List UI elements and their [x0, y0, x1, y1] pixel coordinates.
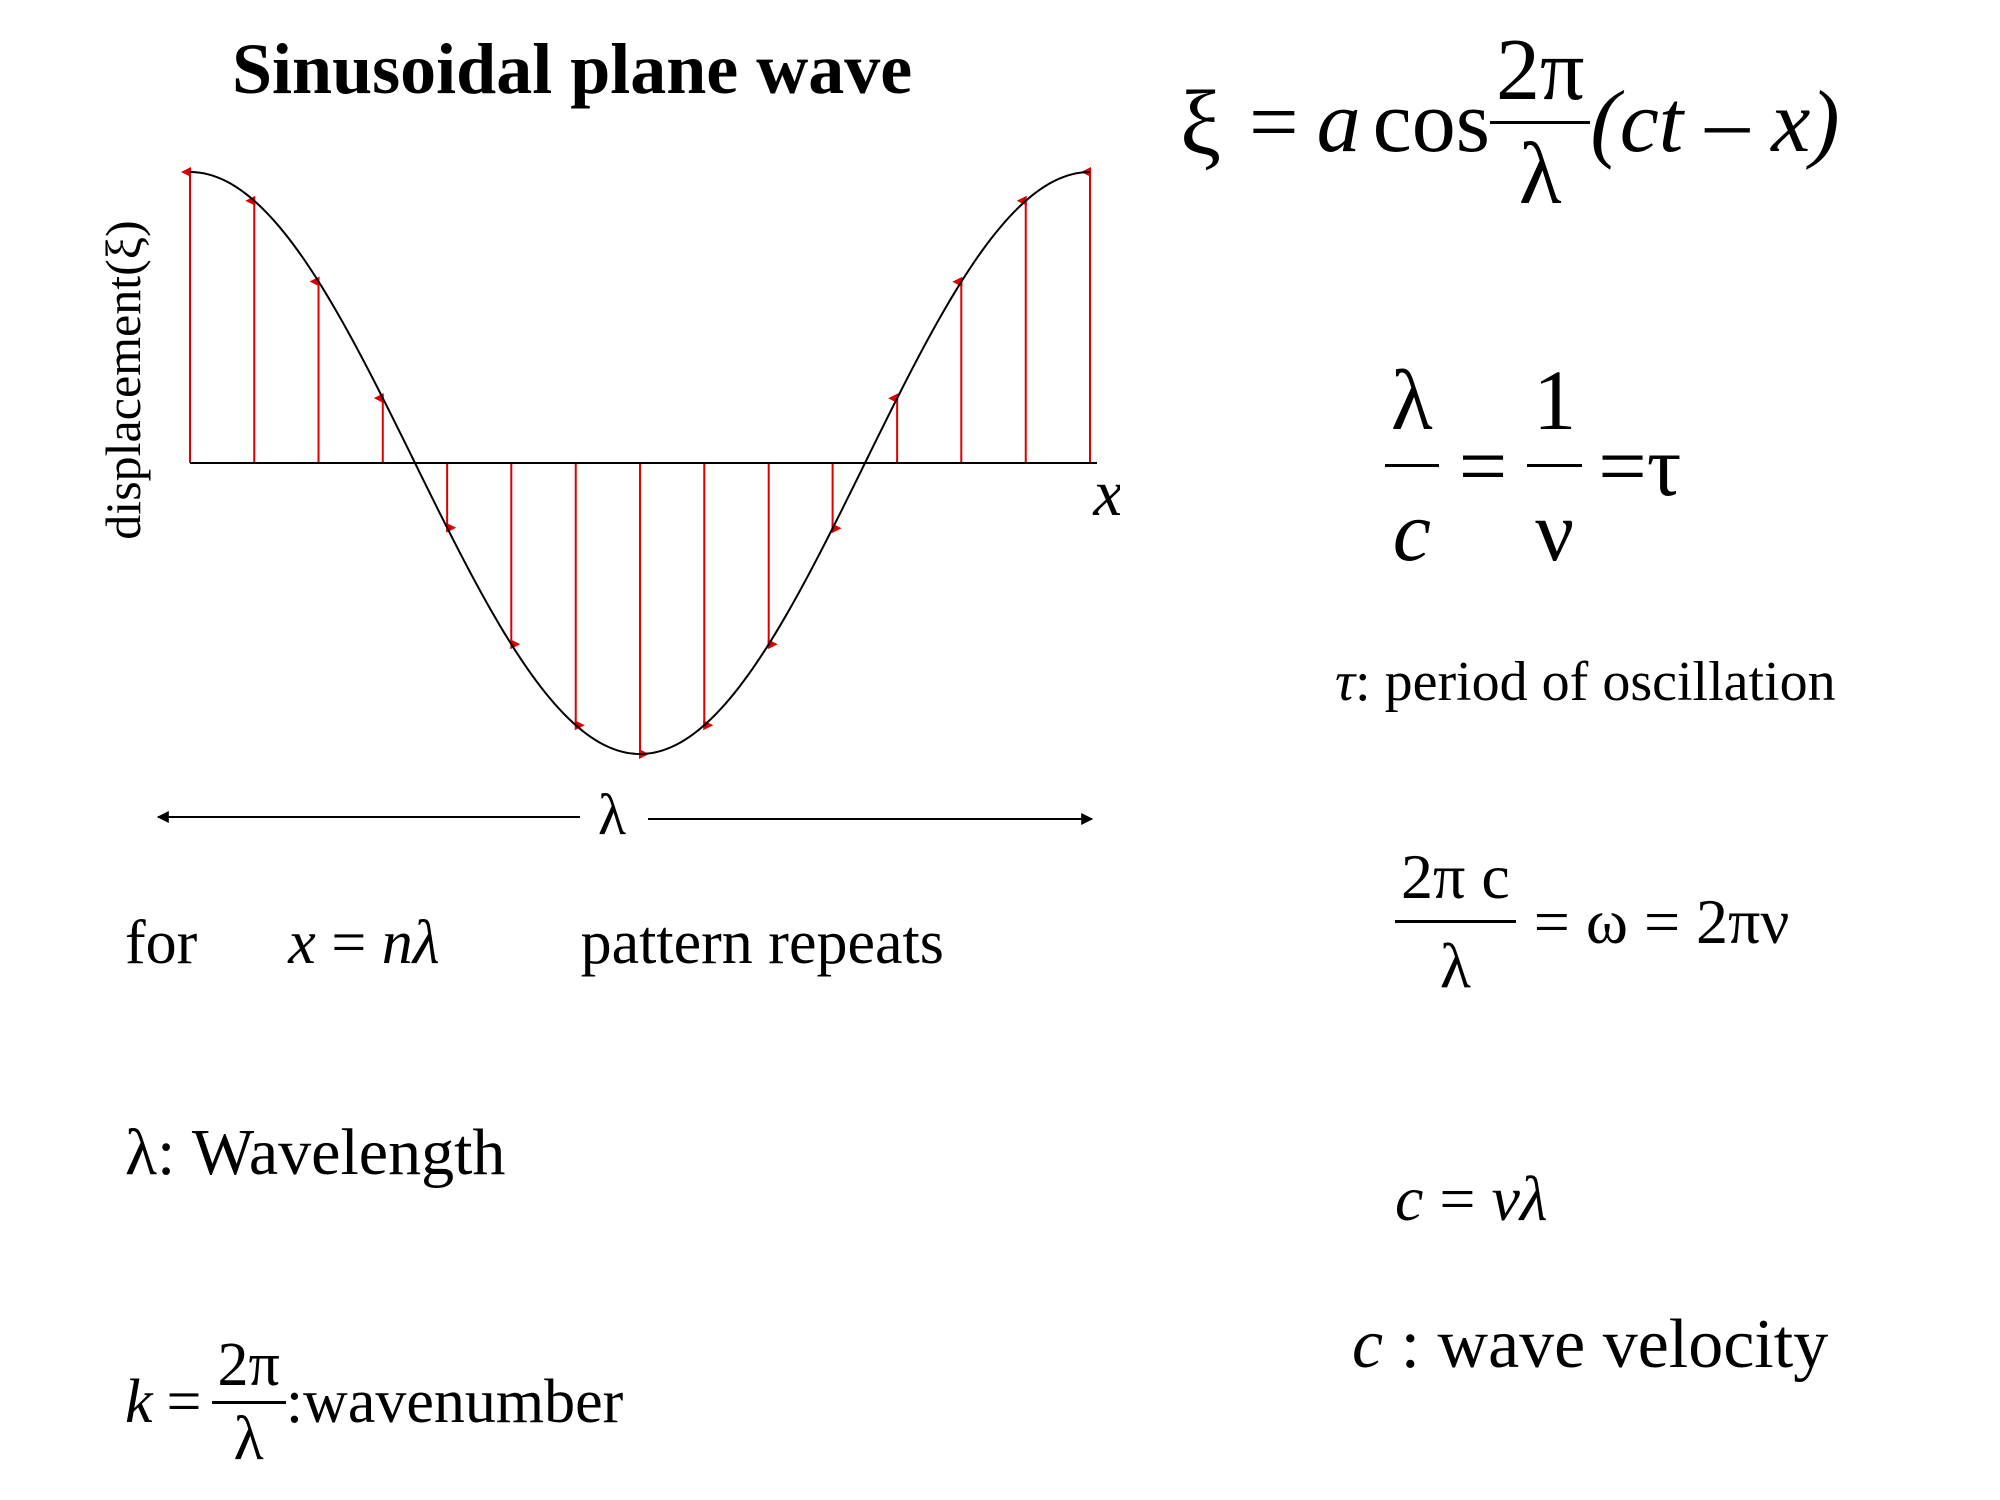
main-den: λ [1518, 126, 1562, 223]
lambda-over-c: λ c [1385, 350, 1439, 581]
period-equation: λ c = 1 ν =τ [1385, 350, 1681, 581]
fraction-bar [1395, 920, 1516, 923]
wave-diagram: λ x displacement(ξ) [95, 167, 1120, 847]
cosine-curve [189, 171, 1091, 756]
second-num2: 1 [1533, 352, 1577, 448]
main-eq: = [1249, 74, 1299, 171]
repeat-x: x [288, 909, 316, 977]
x-axis-label: x [1092, 457, 1120, 530]
tau-sym: τ [1335, 651, 1356, 713]
displacement-arrows [181, 167, 1091, 759]
repeat-note: for x = nλ pattern repeats [125, 908, 944, 979]
k-den: λ [233, 1405, 264, 1473]
cos-text: cos [1372, 74, 1490, 171]
second-eq2: =τ [1598, 417, 1682, 514]
fourth-eq: = [1439, 1163, 1476, 1234]
velocity-equation: c = vλ [1395, 1162, 1548, 1236]
main-fraction: 2π λ [1489, 20, 1591, 225]
wave-equation: ξ = a cos 2π λ (ct – x) [1180, 20, 1840, 225]
velocity-sym: c [1352, 1306, 1384, 1383]
repeat-eq: = [331, 909, 367, 977]
third-rest: = ω = 2πν [1533, 885, 1790, 957]
main-paren: (ct – x) [1590, 74, 1840, 171]
wavelength-sym: λ [125, 1116, 158, 1189]
tau-note: τ: period of oscillation [1335, 650, 1836, 714]
k-sym: k [125, 1368, 153, 1436]
k-eq: = [166, 1368, 202, 1436]
amplitude-a: a [1316, 74, 1361, 171]
wavelength-label: λ [598, 782, 626, 847]
page-title: Sinusoidal plane wave [232, 29, 913, 109]
fraction-bar [1385, 464, 1439, 467]
fraction-bar [1489, 121, 1591, 124]
repeat-for: for [125, 909, 198, 977]
wavenumber-note: k = 2π λ :wavenumber [125, 1330, 623, 1475]
y-axis-label: displacement(ξ) [95, 220, 151, 539]
fraction-bar [211, 1401, 286, 1404]
third-den: λ [1439, 930, 1471, 1001]
wavelength-note: λ: Wavelength [125, 1115, 505, 1191]
fraction-bar [1527, 464, 1583, 467]
third-num: 2π c [1401, 841, 1510, 912]
one-over-nu: 1 ν [1527, 350, 1583, 581]
xi-sym: ξ [1180, 71, 1222, 174]
tau-def: : period of oscillation [1355, 651, 1836, 713]
fourth-lhs: c [1395, 1163, 1424, 1234]
k-fraction: 2π λ [211, 1330, 286, 1475]
k-def: :wavenumber [285, 1368, 624, 1436]
wavelength-def: : Wavelength [157, 1116, 506, 1189]
repeat-text: pattern repeats [580, 909, 944, 977]
two-pi-c-over-lambda: 2π c λ [1395, 840, 1516, 1003]
velocity-note: c : wave velocity [1352, 1305, 1828, 1385]
second-eq1: = [1458, 417, 1508, 514]
second-num1: λ [1391, 352, 1433, 448]
main-num: 2π [1495, 22, 1585, 119]
second-den2: ν [1535, 483, 1575, 579]
repeat-rhs: nλ [381, 909, 440, 977]
second-den1: c [1392, 483, 1431, 579]
angular-frequency-equation: 2π c λ = ω = 2πν [1395, 840, 1789, 1003]
k-num: 2π [217, 1331, 280, 1399]
velocity-def: : wave velocity [1383, 1306, 1829, 1383]
fourth-rhs: vλ [1491, 1163, 1548, 1234]
